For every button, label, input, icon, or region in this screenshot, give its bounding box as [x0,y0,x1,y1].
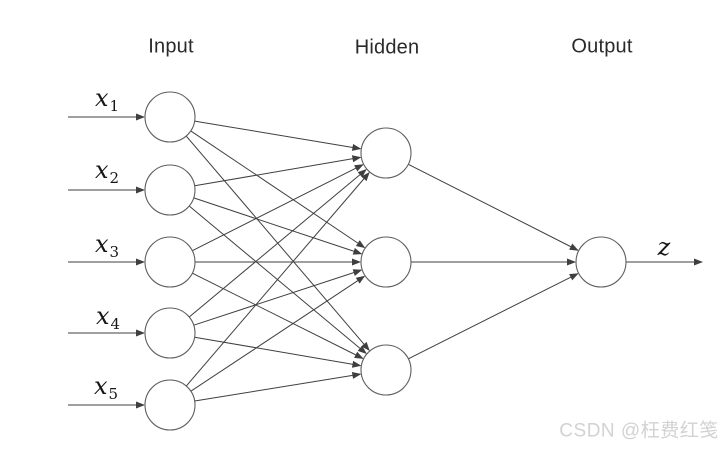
input-node-3 [144,236,196,288]
math-base: x [94,156,109,184]
edge-hidden.0-output.0 [408,163,579,251]
math-base: x [95,302,110,330]
layer-label-input: Input [148,35,194,58]
input-label-x5: x5 [94,374,118,402]
layer-label-output: Output [571,35,633,58]
edge-input.3-hidden.2 [194,336,362,368]
edge-input.3-hidden.1 [193,269,363,326]
math-base: x [94,230,109,258]
edge-hidden.2-output.0 [408,273,579,360]
math-base: x [94,84,109,112]
input-label-x4: x4 [96,304,120,332]
edge-input.4-hidden.1 [190,275,366,392]
input-node-5 [144,379,196,431]
input-label-x3: x3 [95,232,119,260]
edge-input.3-hidden.0 [188,169,367,318]
output-label-z: z [657,233,671,261]
hidden-node-2 [360,236,412,288]
hidden-node-3 [360,344,412,396]
math-subscript: 2 [109,169,120,187]
input-node-1 [144,91,196,143]
edge-input.1-hidden.0 [194,155,362,187]
layer-label-hidden: Hidden [354,36,420,59]
hidden-node-1 [360,127,412,179]
input-node-4 [144,307,196,359]
output-node-1 [575,236,627,288]
watermark: CSDN @枉费红笺 [559,420,719,442]
math-subscript: 4 [110,315,121,333]
edge-input.0-hidden.0 [194,120,362,151]
math-subscript: 1 [109,97,120,115]
input-label-x2: x2 [95,158,119,186]
math-subscript: 3 [109,243,120,261]
edge-input.4-hidden.2 [194,371,362,402]
input-node-2 [144,164,196,216]
edge-input.2-hidden.0 [192,164,364,252]
edge-input.1-hidden.1 [193,197,363,255]
edge-input.4-hidden.0 [185,171,370,387]
edge-input.2-hidden.2 [192,272,364,359]
math-subscript: 5 [108,385,119,403]
math-base: x [93,372,108,400]
input-label-x1: x1 [95,86,119,114]
edge-input.0-hidden.1 [190,130,366,249]
